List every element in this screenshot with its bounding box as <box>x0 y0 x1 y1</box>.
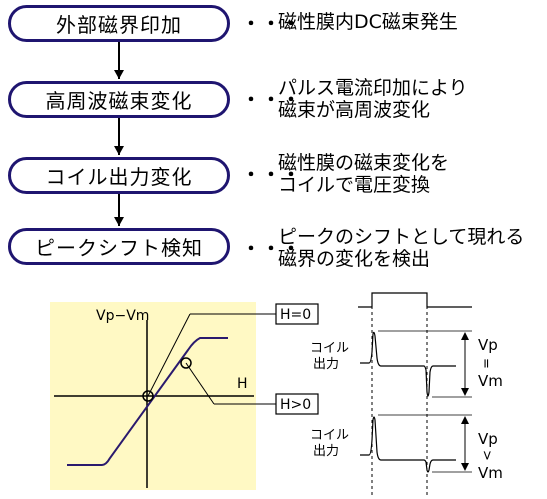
flow-arrowhead-3 <box>114 217 124 226</box>
pulse-waveform <box>358 292 472 308</box>
step-note-2-line-2: 磁束が高周波変化 <box>278 99 431 121</box>
callout-line-h0 <box>147 313 191 397</box>
callout-text-hpos: H>0 <box>280 397 311 413</box>
dots-1: ・・・ <box>242 14 302 35</box>
dots-2: ・・・ <box>242 90 302 111</box>
graph-ylabel: Vp−Vm <box>96 308 149 324</box>
step-note-4: ピークのシフトとして現れる 磁界の変化を検出 <box>278 226 524 270</box>
step-note-3-line-2: コイルで電圧変換 <box>278 174 431 196</box>
coil-label-1-top: コイル <box>310 341 349 356</box>
relation-label-top: = <box>478 358 493 369</box>
flow-arrowhead-2 <box>114 146 124 155</box>
step-box-3: コイル出力変化 <box>8 157 230 194</box>
step-note-4-line-1: ピークのシフトとして現れる <box>278 226 525 248</box>
callout-line-hpos <box>185 362 215 405</box>
step-box-1: 外部磁界印加 <box>8 5 230 42</box>
flow-arrowhead-1 <box>114 70 124 79</box>
coil-label-1-bottom: コイル <box>310 428 349 443</box>
coil-label-2-top: 出力 <box>313 357 339 372</box>
step-note-3: 磁性膜の磁束変化を コイルで電圧変換 <box>278 152 449 196</box>
step-label-2: 高周波磁束変化 <box>45 89 193 113</box>
step-note-2-line-1: パルス電流印加により <box>278 77 468 99</box>
coil-label-2-bottom: 出力 <box>313 444 339 459</box>
step-note-4-line-2: 磁界の変化を検出 <box>278 248 431 270</box>
range-arrow-up-bottom <box>461 416 469 424</box>
range-arrow-up-top <box>461 332 469 340</box>
step-label-4: ピークシフト検知 <box>35 236 203 260</box>
transfer-curve <box>67 337 228 466</box>
step-label-3: コイル出力変化 <box>45 165 193 189</box>
callout-box-hpos <box>275 393 319 415</box>
callout-text-h0: H=0 <box>280 307 311 323</box>
coil-output-waveform-top <box>360 331 456 397</box>
relation-label-bottom: > <box>479 450 494 461</box>
operating-point-hpos <box>180 357 192 369</box>
dots-3: ・・・ <box>242 165 302 186</box>
vm-label-top: Vm <box>478 372 503 390</box>
dots-4: ・・・ <box>242 239 302 260</box>
vp-label-top: Vp <box>478 336 498 354</box>
step-label-1: 外部磁界印加 <box>56 13 182 37</box>
vm-label-bottom: Vm <box>478 464 503 482</box>
range-arrow-down-bottom <box>461 463 469 471</box>
step-note-2: パルス電流印加により 磁束が高周波変化 <box>278 77 468 121</box>
step-box-2: 高周波磁束変化 <box>8 81 230 118</box>
coil-output-waveform-bottom <box>360 416 456 473</box>
graph-xlabel: H <box>237 376 248 392</box>
step-box-4: ピークシフト検知 <box>8 228 230 265</box>
step-note-3-line-1: 磁性膜の磁束変化を <box>278 152 450 174</box>
step-note-1-line-1: 磁性膜内DC磁束発生 <box>278 11 458 33</box>
operating-point-h0 <box>142 390 154 402</box>
vp-label-bottom: Vp <box>478 430 498 448</box>
step-note-1: 磁性膜内DC磁束発生 <box>278 11 458 33</box>
range-arrow-down-top <box>461 388 469 396</box>
callout-box-h0 <box>275 303 319 325</box>
